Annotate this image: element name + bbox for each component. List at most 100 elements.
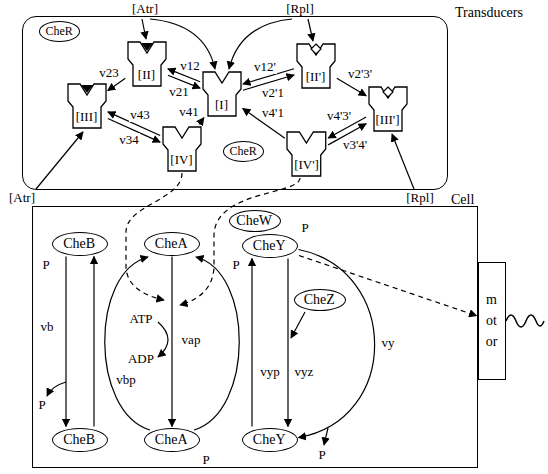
protein-name: CheB	[63, 432, 95, 447]
reaction-arrow	[251, 259, 252, 427]
protein-oval: CheY	[242, 234, 298, 258]
ligand-arrow	[392, 134, 414, 189]
flagellum-wave	[506, 315, 544, 327]
phosphate-label: P	[317, 448, 326, 462]
protein-name: CheR	[46, 24, 73, 39]
reaction-arrow	[93, 257, 94, 427]
receptor-state: [I]	[202, 71, 242, 117]
ligand-arrow	[36, 132, 83, 189]
protein-name: CheA	[155, 432, 188, 447]
phosphate-label: P	[41, 258, 50, 272]
receptor-outline	[203, 72, 241, 116]
ligand-label: [Atr]	[8, 191, 36, 205]
repellent-ligand	[383, 87, 393, 97]
rate-label: v21	[168, 85, 190, 99]
state-label: [I]	[215, 97, 228, 112]
rate-label: vbp	[115, 373, 137, 387]
state-label: [IV]	[170, 152, 192, 167]
receptor-outline	[163, 127, 201, 171]
state-label: [II]	[138, 67, 155, 82]
protein-name: CheY	[253, 432, 286, 447]
receptor-state: [IV']	[286, 131, 327, 177]
rate-label: vb	[40, 320, 55, 334]
reaction-arrow	[199, 118, 204, 125]
attractant-ligand	[141, 43, 153, 51]
phosphotransfer-arc	[105, 257, 150, 430]
panel-heading: Transducers	[455, 5, 523, 20]
protein-oval: CheR	[223, 141, 264, 162]
rate-label: v12'	[253, 60, 277, 74]
protein-oval: CheB	[52, 428, 108, 452]
phosphate-label: P	[37, 398, 46, 412]
repellent-ligand	[311, 44, 321, 54]
protein-name: CheY	[253, 238, 286, 253]
receptor-state: [III']	[368, 86, 408, 132]
receptor-outline	[287, 132, 326, 176]
motor-box: motor	[478, 262, 506, 380]
protein-name: CheR	[230, 144, 257, 159]
attractant-ligand	[81, 85, 93, 93]
protein-oval: CheR	[39, 21, 80, 42]
ligand-label: [Rpl]	[405, 191, 434, 205]
motor-label: motor	[485, 289, 499, 352]
atp-arrow	[158, 322, 168, 357]
phosphate-label: P	[201, 453, 210, 467]
reaction-arrow	[108, 78, 126, 90]
protein-oval: CheY	[242, 428, 298, 452]
rate-label: vy	[381, 336, 396, 350]
rate-label: v3'4'	[342, 138, 368, 152]
rate-label: v2'3'	[347, 67, 373, 81]
reaction-arrow	[299, 250, 375, 438]
phosphate-release	[47, 382, 66, 396]
state-label: [IV']	[294, 157, 319, 172]
state-label: [II']	[306, 69, 326, 84]
rate-label: v23	[98, 66, 120, 80]
receptor-state: [II]	[127, 41, 167, 87]
rate-label: v4'3'	[326, 109, 352, 123]
rate-label: v12	[179, 59, 201, 73]
rate-label: v41	[178, 105, 200, 119]
rate-label: v2'1	[261, 86, 285, 100]
ligand-arrow	[308, 19, 313, 41]
state-label: [III]	[76, 109, 98, 124]
protein-oval: CheW	[229, 210, 281, 232]
ligand-label: [Rpl]	[285, 2, 314, 16]
reaction-arrow	[65, 257, 66, 427]
protein-oval: CheZ	[294, 289, 346, 311]
nucleotide-label: ATP	[128, 312, 153, 326]
ligand-arrow	[142, 19, 146, 39]
region-panel: TransducersCheR[II][I][II'][III][III'][I…	[22, 16, 448, 190]
receptor-outline	[128, 42, 166, 86]
phosphate-release	[324, 428, 328, 445]
receptor-state: [II']	[296, 43, 336, 89]
nucleotide-label: ADP	[127, 352, 155, 366]
phosphate-label: P	[300, 221, 309, 235]
phosphate-label: P	[231, 258, 240, 272]
receptor-state: [III]	[67, 83, 107, 129]
rate-label: v34	[118, 133, 140, 147]
protein-oval: CheB	[52, 232, 108, 256]
rate-label: vap	[181, 333, 202, 347]
receptor-state: [IV]	[162, 126, 202, 172]
catalysis-arrow	[291, 312, 305, 338]
ligand-label: [Atr]	[131, 2, 159, 16]
rate-label: v4'1	[261, 106, 285, 120]
reaction-arrow	[287, 259, 288, 427]
reaction-arrow	[171, 257, 172, 427]
protein-name: CheW	[236, 213, 272, 228]
protein-name: CheB	[63, 236, 95, 251]
receptor-outline	[369, 87, 407, 131]
protein-oval: CheA	[144, 232, 200, 256]
protein-oval: CheA	[144, 428, 200, 452]
region-panel: CellCheBCheACheWCheYCheZCheBCheACheY	[32, 206, 478, 468]
protein-name: CheZ	[304, 292, 335, 307]
receptor-outline	[68, 84, 106, 128]
protein-name: CheA	[155, 236, 188, 251]
receptor-outline	[297, 44, 335, 88]
rate-label: vyz	[294, 365, 315, 379]
rate-label: v43	[129, 108, 151, 122]
state-label: [III']	[376, 112, 400, 127]
rate-label: vyp	[259, 365, 281, 379]
panel-heading: Cell	[451, 192, 474, 207]
